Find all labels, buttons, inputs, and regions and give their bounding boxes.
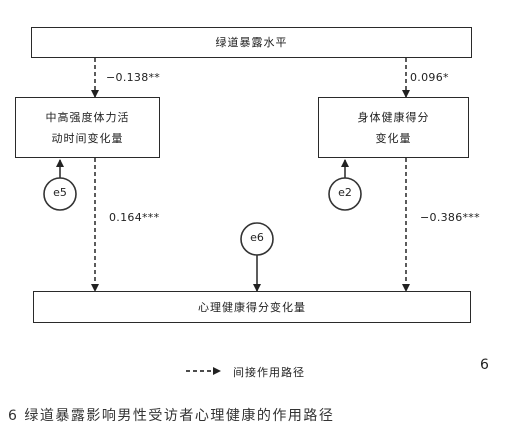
node-mvpa-change-line1: 中高强度体力活	[45, 110, 130, 124]
error-label-e6: e6	[250, 231, 264, 244]
node-physical-health-change: 身体健康得分 变化量	[318, 97, 469, 158]
figure-caption: 6 绿道暴露影响男性受访者心理健康的作用路径	[8, 408, 335, 424]
node-mental-health-change-label: 心理健康得分变化量	[198, 300, 306, 314]
node-greenway-exposure: 绿道暴露水平	[31, 27, 472, 58]
node-physical-health-change-line2: 变化量	[375, 131, 412, 145]
coefficient-right-to-bottom: −0.386***	[420, 211, 480, 224]
error-circle-e6	[240, 222, 274, 256]
node-greenway-exposure-label: 绿道暴露水平	[215, 36, 288, 49]
node-mental-health-change: 心理健康得分变化量	[33, 291, 471, 323]
legend-label: 间接作用路径	[233, 366, 305, 379]
coefficient-left-to-bottom: 0.164***	[109, 211, 160, 224]
error-label-e2: e2	[338, 186, 352, 199]
node-mvpa-change: 中高强度体力活 动时间变化量	[15, 97, 160, 158]
error-circle-e2	[328, 177, 362, 211]
figure-number: 6	[480, 357, 489, 373]
error-label-e5: e5	[53, 186, 67, 199]
coefficient-top-to-left: −0.138**	[106, 71, 161, 84]
node-physical-health-change-line1: 身体健康得分	[357, 110, 430, 124]
coefficient-top-to-right: 0.096*	[410, 71, 449, 84]
error-circle-e5	[43, 177, 77, 211]
node-mvpa-change-line2: 动时间变化量	[51, 131, 124, 145]
